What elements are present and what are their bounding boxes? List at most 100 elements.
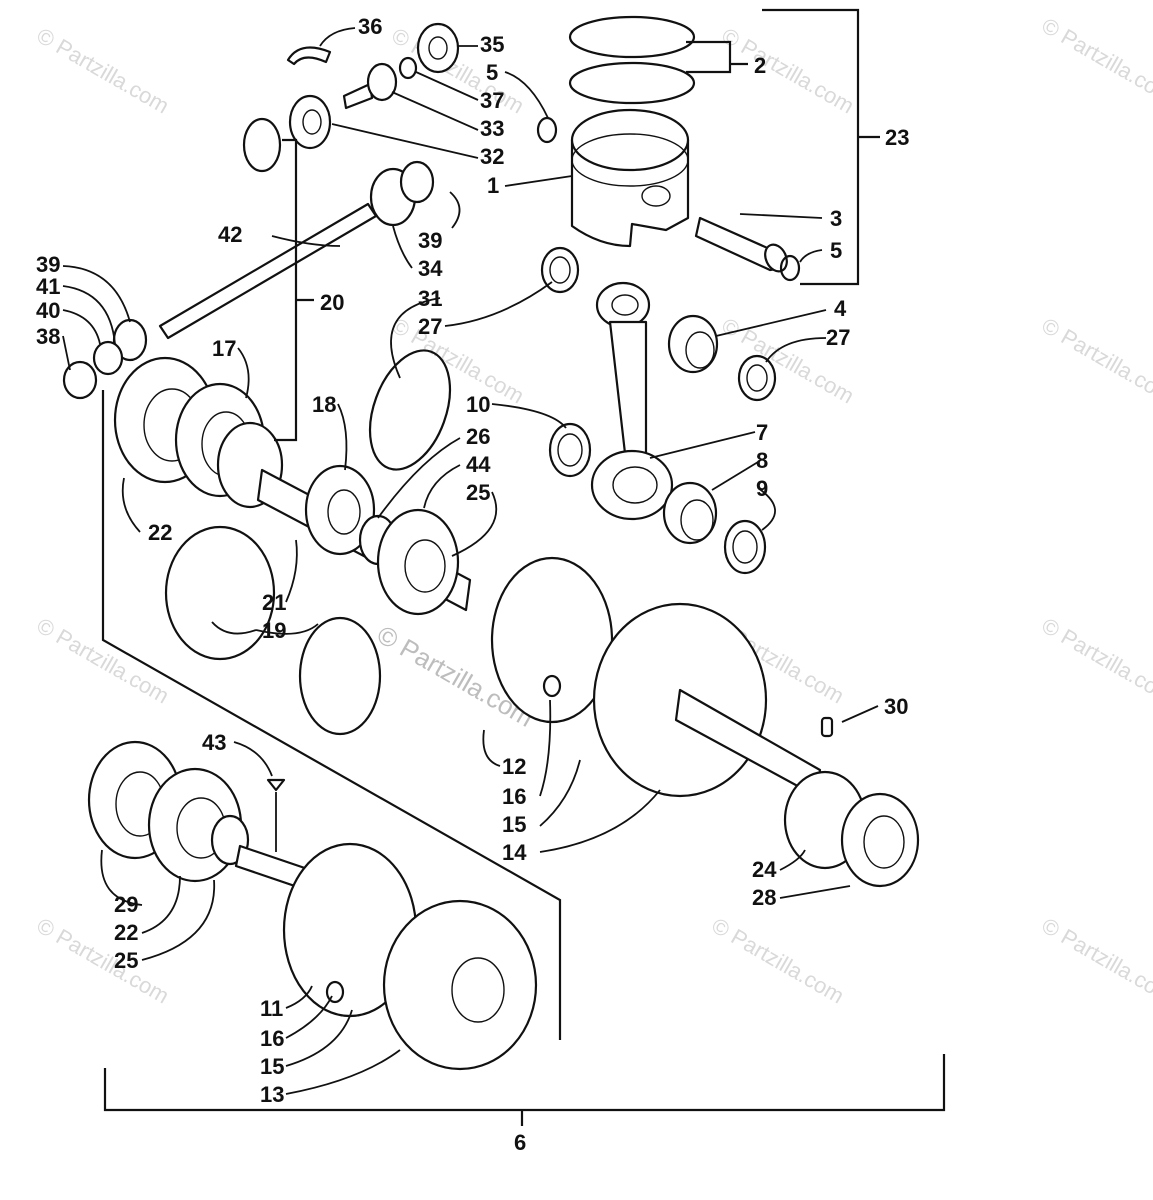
piston-ring-bottom [568, 61, 696, 105]
woodruff-key [266, 778, 286, 792]
callout-15: 15 [502, 812, 526, 837]
callout-31: 31 [418, 286, 442, 311]
callout-37: 37 [480, 88, 504, 113]
callout-32: 32 [480, 144, 504, 169]
connecting-rod-beam [608, 320, 648, 464]
nut [62, 360, 98, 400]
oil-pump-drive-group [62, 22, 460, 400]
callout-11: 11 [260, 996, 283, 1021]
watermark: © Partzilla.com [1038, 613, 1153, 709]
pinion-gear [366, 62, 398, 102]
watermark: © Partzilla.com [388, 313, 529, 409]
watermark: © Partzilla.com [1038, 313, 1153, 409]
washer [548, 422, 592, 478]
oil-seal [840, 792, 920, 888]
leader-lines [62, 27, 879, 1095]
piston-crown [570, 108, 690, 172]
crankshaft-group [113, 349, 920, 888]
callout-9: 9 [756, 476, 768, 501]
drive-shaft [158, 202, 378, 340]
callout-36: 36 [358, 14, 382, 39]
callout-38: 38 [36, 324, 60, 349]
watermark: © Partzilla.com [1038, 13, 1153, 109]
callout-26: 26 [466, 424, 490, 449]
callout-4: 4 [834, 296, 847, 321]
callout-17: 17 [212, 336, 236, 361]
snap-ring [286, 46, 332, 66]
piston-group [536, 15, 801, 282]
thrust-washer [540, 246, 580, 294]
callout-5: 5 [486, 60, 498, 85]
connecting-rod-group [540, 246, 777, 575]
assembly-brackets [101, 8, 946, 1126]
callout-14: 14 [502, 840, 527, 865]
callout-29: 29 [114, 892, 138, 917]
callout-10: 10 [466, 392, 490, 417]
callout-22: 22 [114, 920, 138, 945]
callout-12: 12 [502, 754, 526, 779]
callout-44: 44 [466, 452, 491, 477]
watermark: © Partzilla.com [33, 913, 174, 1009]
callout-6: 6 [514, 1130, 526, 1155]
piston-ring-top [568, 15, 696, 59]
callout-25: 25 [466, 480, 490, 505]
circlip [368, 349, 452, 471]
bearing [416, 22, 460, 74]
callout-21: 21 [262, 590, 286, 615]
callout-16: 16 [502, 784, 526, 809]
callout-39: 39 [418, 228, 442, 253]
main-bearing [376, 508, 460, 616]
callout-25: 25 [114, 948, 138, 973]
callout-7: 7 [756, 420, 768, 445]
watermark: © Partzilla.com [1038, 913, 1153, 1009]
washer [92, 340, 124, 376]
bearing [399, 160, 435, 204]
circlip [164, 525, 276, 661]
thrust-washer [737, 354, 777, 402]
bevel-gear [242, 117, 282, 173]
rod-big-end [590, 449, 674, 521]
callout-19: 19 [262, 618, 286, 643]
callout-33: 33 [480, 116, 504, 141]
callout-18: 18 [312, 392, 336, 417]
crank-flywheel [382, 899, 538, 1071]
callout-30: 30 [884, 694, 908, 719]
callout-8: 8 [756, 448, 768, 473]
callout-16: 16 [260, 1026, 284, 1051]
callout-27: 27 [826, 325, 850, 350]
small-end-bearing [667, 314, 719, 374]
callout-42: 42 [218, 222, 242, 247]
callout-22: 22 [148, 520, 172, 545]
washer [398, 56, 418, 80]
callout-15: 15 [260, 1054, 284, 1079]
callout-1: 1 [487, 173, 499, 198]
callout-28: 28 [752, 885, 776, 910]
watermark: © Partzilla.com [708, 913, 849, 1009]
callouts: 36 35 5 37 33 32 1 2 23 3 5 39 34 42 20 … [36, 14, 909, 1155]
dowel-pin [820, 716, 834, 738]
callout-40: 40 [36, 298, 60, 323]
bearing [288, 94, 332, 150]
watermark: © Partzilla.com [718, 23, 859, 119]
callout-24: 24 [752, 857, 777, 882]
callout-35: 35 [480, 32, 504, 57]
crank-pin-key [542, 674, 562, 698]
circlip [779, 254, 801, 282]
callout-2: 2 [754, 53, 766, 78]
labyrinth-seal [304, 464, 376, 556]
watermark: © Partzilla.com [33, 23, 174, 119]
piston-pin-boss [641, 185, 671, 207]
rod-small-end [595, 281, 651, 329]
callout-23: 23 [885, 125, 909, 150]
callout-13: 13 [260, 1082, 284, 1107]
callout-41: 41 [36, 274, 60, 299]
washer [723, 519, 767, 575]
callout-3: 3 [830, 206, 842, 231]
callout-27: 27 [418, 314, 442, 339]
circlip [298, 616, 382, 736]
big-end-bearing [662, 481, 718, 545]
lower-crank-group [87, 740, 538, 1071]
callout-34: 34 [418, 256, 443, 281]
